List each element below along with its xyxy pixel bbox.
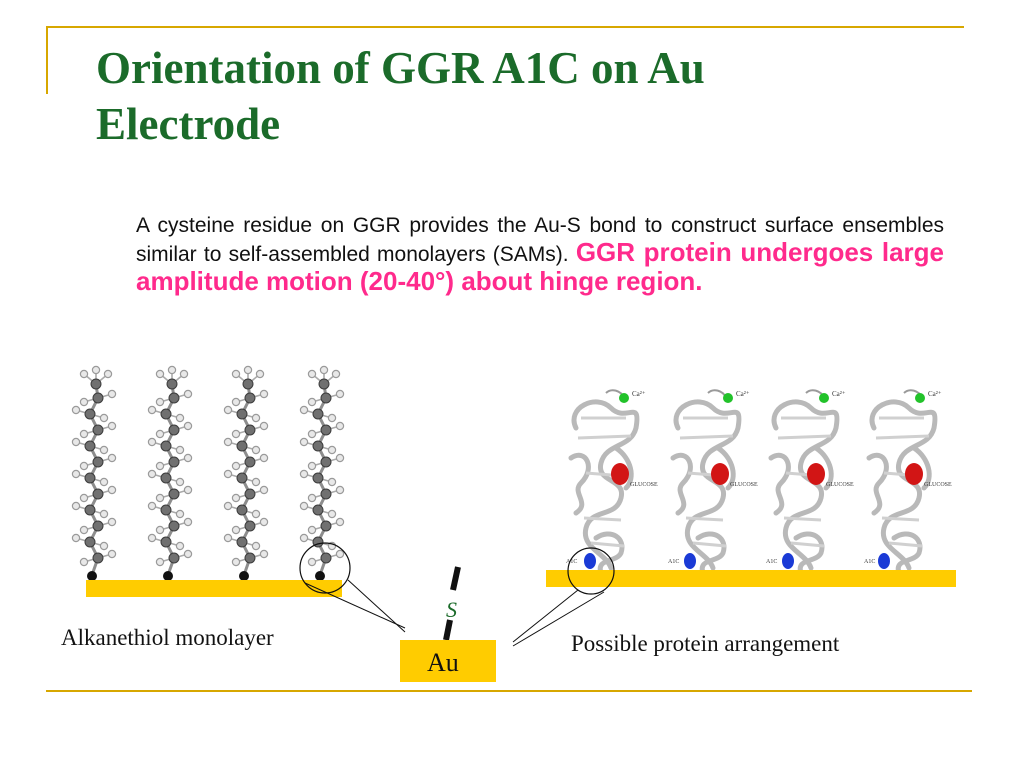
au-block [400, 640, 496, 682]
magnify-circle-right [567, 547, 615, 595]
alkanethiol-chain [70, 364, 118, 583]
alkanethiol-chain [146, 364, 194, 583]
calcium-label: Ca²⁺ [632, 390, 646, 398]
protein-molecule: Ca²⁺ GLUCOSE A1C [864, 390, 952, 573]
slide-title: Orientation of GGR A1C on Au Electrode [96, 40, 856, 152]
glucose-label: GLUCOSE [730, 482, 758, 488]
glucose-label: GLUCOSE [924, 482, 952, 488]
calcium-atom [819, 393, 829, 403]
a1c-site [584, 553, 596, 569]
callout-line-left-1 [304, 582, 406, 629]
protein-molecule: Ca²⁺ GLUCOSE A1C [668, 390, 758, 573]
glucose-site [711, 463, 729, 485]
a1c-site [684, 553, 696, 569]
calcium-label: Ca²⁺ [928, 390, 942, 398]
callout-line-right-1 [512, 589, 579, 643]
a1c-label: A1C [766, 559, 777, 565]
a1c-site [878, 553, 890, 569]
frame-top-line [46, 26, 964, 28]
calcium-atom [723, 393, 733, 403]
gold-surface-right [546, 570, 956, 587]
title-line-2: Electrode [96, 99, 281, 149]
body-highlight-text: GGR protein undergoes large amplitude mo… [136, 237, 944, 296]
alkanethiol-chain [298, 364, 346, 583]
right-caption: Possible protein arrangement [571, 631, 840, 656]
a1c-label: A1C [566, 559, 577, 565]
a1c-label: A1C [668, 559, 679, 565]
callout-line-right-2 [512, 591, 605, 647]
protein-molecule: Ca²⁺ GLUCOSE A1C [566, 390, 658, 573]
body-paragraph: A cysteine residue on GGR provides the A… [136, 212, 944, 297]
calcium-atom [619, 393, 629, 403]
frame-bottom-line [46, 690, 972, 692]
gold-surface-left [86, 580, 342, 597]
left-caption: Alkanethiol monolayer [61, 625, 274, 650]
body-plain-text: A cysteine residue on GGR provides the A… [136, 214, 944, 266]
a1c-label: A1C [864, 559, 875, 565]
glucose-site [905, 463, 923, 485]
callout-line-left-2 [347, 579, 406, 633]
au-label: Au [427, 648, 459, 677]
title-line-1: Orientation of GGR A1C on Au [96, 43, 705, 93]
glucose-site [611, 463, 629, 485]
s-bond-upper [450, 566, 461, 591]
sulfur-label: S [446, 597, 457, 622]
protein-arrangement: Ca²⁺ GLUCOSE A1C Ca²⁺ GLUCOSE A1C Ca²⁺ G… [546, 390, 956, 587]
calcium-label: Ca²⁺ [832, 390, 846, 398]
glucose-label: GLUCOSE [826, 482, 854, 488]
a1c-site [782, 553, 794, 569]
glucose-site [807, 463, 825, 485]
calcium-atom [915, 393, 925, 403]
glucose-label: GLUCOSE [630, 482, 658, 488]
magnify-circle-left [299, 542, 351, 594]
frame-left-line [46, 26, 48, 94]
calcium-label: Ca²⁺ [736, 390, 750, 398]
au-s-detail: S Au [400, 566, 496, 682]
alkanethiol-monolayer [70, 364, 346, 597]
protein-molecule: Ca²⁺ GLUCOSE A1C [766, 390, 854, 573]
alkanethiol-chain [222, 364, 270, 583]
s-bond-lower [443, 619, 453, 641]
